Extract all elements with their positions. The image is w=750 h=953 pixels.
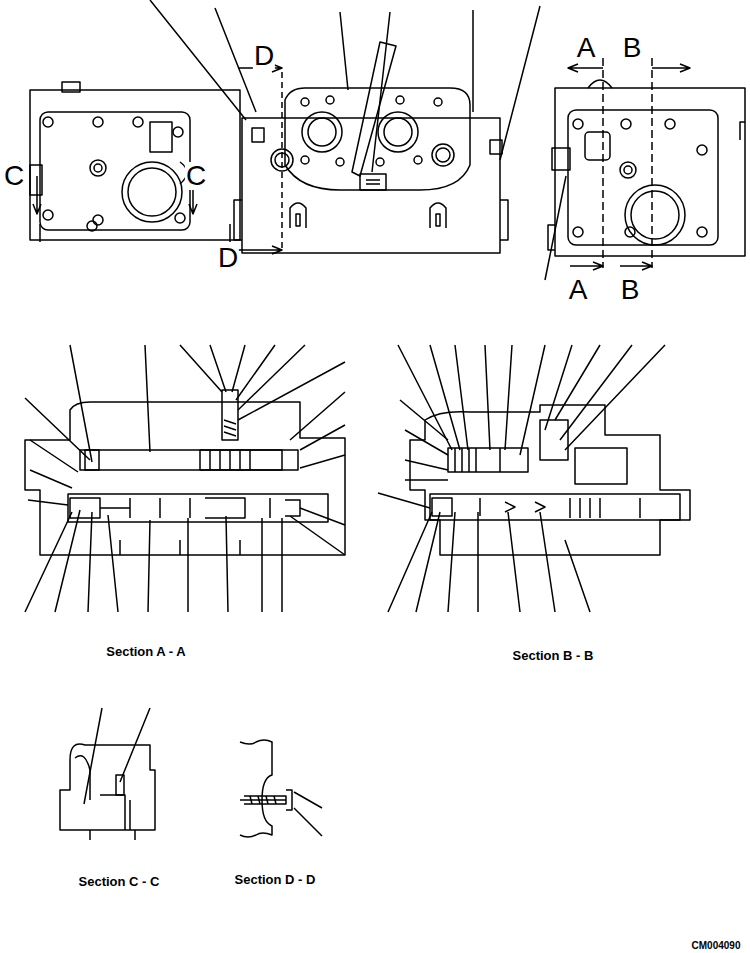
section-d-d bbox=[240, 740, 322, 837]
front-view bbox=[150, 0, 540, 254]
section-marker: C bbox=[3, 162, 25, 190]
section-a-a bbox=[25, 345, 345, 612]
section-title: Section D - D bbox=[234, 873, 317, 886]
section-marker: A bbox=[568, 276, 589, 304]
section-marker: D bbox=[253, 42, 275, 70]
section-title: Section A - A bbox=[105, 645, 186, 658]
section-marker: B bbox=[622, 34, 643, 62]
section-title: Section C - C bbox=[78, 875, 161, 888]
section-marker: D bbox=[217, 244, 239, 272]
section-marker: B bbox=[620, 276, 641, 304]
section-b-b bbox=[378, 345, 690, 612]
right-end-view bbox=[545, 58, 745, 280]
section-title: Section B - B bbox=[512, 649, 595, 662]
left-end-view bbox=[13, 82, 240, 242]
section-c-c bbox=[60, 708, 155, 840]
drawing-code: CM004090 bbox=[691, 941, 742, 951]
section-marker: C bbox=[185, 162, 207, 190]
section-marker: A bbox=[576, 34, 597, 62]
